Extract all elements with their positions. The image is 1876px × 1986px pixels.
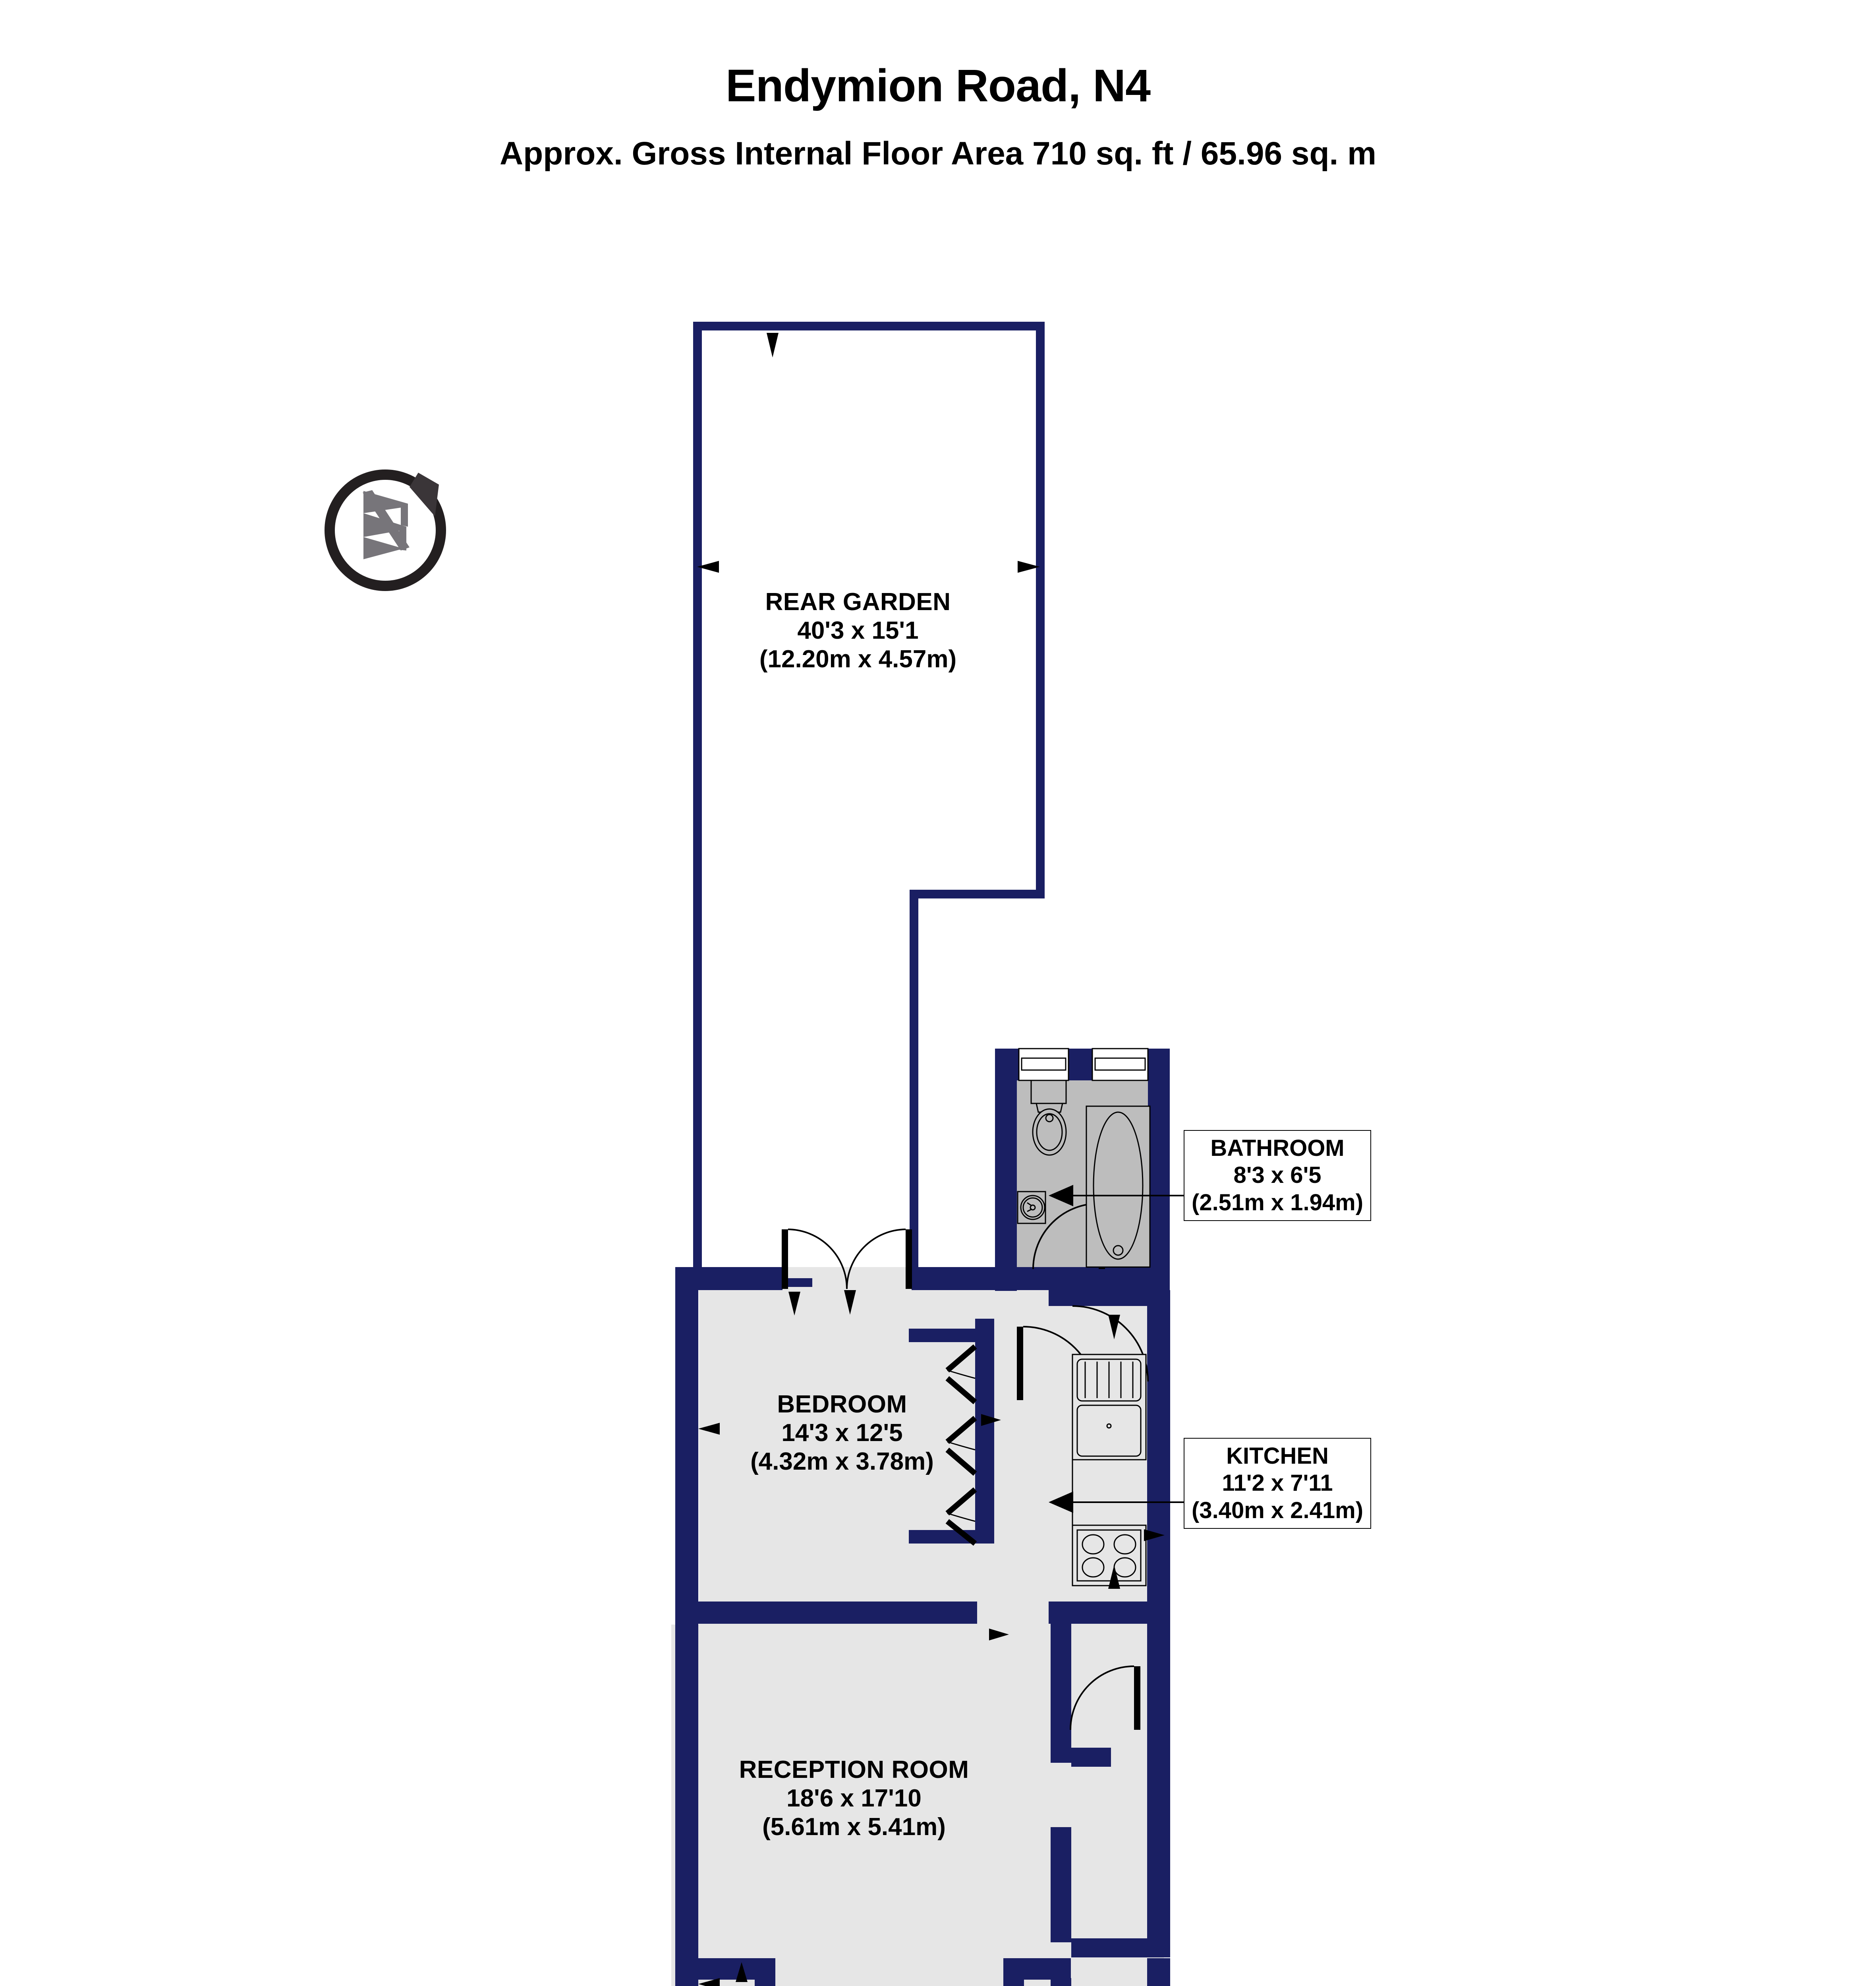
room-dimensions-imperial: 11'2 x 7'11 bbox=[1222, 1470, 1333, 1496]
room-name: BEDROOM bbox=[777, 1391, 907, 1418]
room-dimensions-metric: (2.51m x 1.94m) bbox=[1192, 1189, 1364, 1215]
room-dimensions-metric: (4.32m x 3.78m) bbox=[750, 1447, 934, 1475]
room-name: REAR GARDEN bbox=[765, 588, 951, 616]
room-name: BATHROOM bbox=[1210, 1135, 1345, 1161]
callout-leader-lines bbox=[1048, 1184, 1184, 1513]
page-title: Endymion Road, N4 bbox=[725, 60, 1151, 111]
room-dimensions-imperial: 40'3 x 15'1 bbox=[797, 616, 919, 644]
room-label-bedroom: BEDROOM 14'3 x 12'5 (4.32m x 3.78m) bbox=[707, 1390, 977, 1476]
compass-north-icon bbox=[316, 453, 459, 596]
floor-area-subtitle: Approx. Gross Internal Floor Area 710 sq… bbox=[499, 135, 1377, 172]
window-symbols bbox=[1018, 1048, 1149, 1081]
fixture-symbols bbox=[1017, 1080, 1151, 1586]
callout-kitchen: KITCHEN 11'2 x 7'11 (3.40m x 2.41m) bbox=[1184, 1438, 1372, 1529]
callout-bathroom: BATHROOM 8'3 x 6'5 (2.51m x 1.94m) bbox=[1184, 1130, 1372, 1221]
room-dimensions-imperial: 8'3 x 6'5 bbox=[1233, 1162, 1322, 1188]
room-name: RECEPTION ROOM bbox=[739, 1756, 969, 1783]
wall-outlines bbox=[675, 322, 1170, 1986]
room-name: KITCHEN bbox=[1226, 1443, 1329, 1469]
room-label-rear-garden: REAR GARDEN 40'3 x 15'1 (12.20m x 4.57m) bbox=[699, 588, 1017, 674]
dimension-arrows bbox=[697, 333, 1165, 1986]
room-dimensions-imperial: 18'6 x 17'10 bbox=[786, 1784, 922, 1812]
room-dimensions-metric: (3.40m x 2.41m) bbox=[1192, 1497, 1364, 1523]
room-dimensions-imperial: 14'3 x 12'5 bbox=[781, 1419, 903, 1447]
room-dimensions-metric: (12.20m x 4.57m) bbox=[759, 645, 957, 673]
room-dimensions-metric: (5.61m x 5.41m) bbox=[762, 1813, 946, 1841]
room-label-reception-room: RECEPTION ROOM 18'6 x 17'10 (5.61m x 5.4… bbox=[675, 1756, 1033, 1841]
